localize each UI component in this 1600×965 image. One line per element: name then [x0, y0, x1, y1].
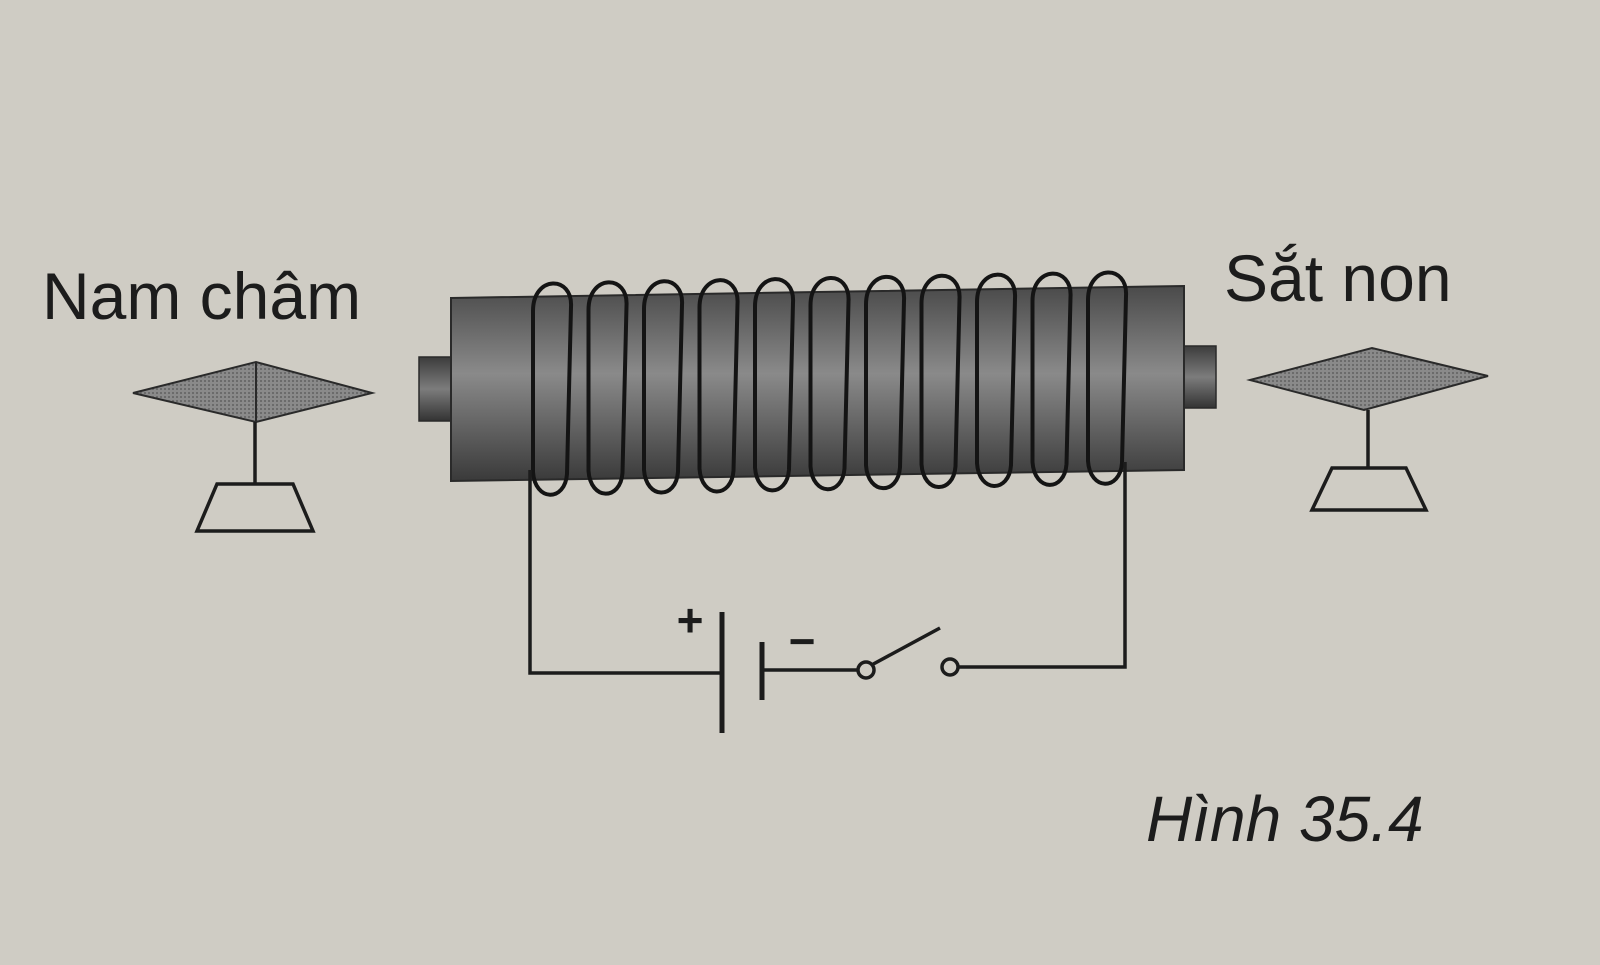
magnet-needle-stand — [132, 360, 376, 533]
coil-turn — [642, 279, 685, 495]
circuit-wires — [528, 462, 1127, 675]
switch-contact-left — [856, 660, 876, 680]
switch — [856, 626, 960, 680]
coil-turn — [586, 280, 629, 496]
coil-turn — [864, 274, 907, 491]
battery — [719, 612, 765, 733]
coil-windings — [531, 270, 1129, 497]
magnet-label: Nam châm — [42, 259, 362, 333]
core-rod-right-end — [1181, 345, 1217, 409]
coil-turn — [975, 272, 1018, 488]
figure-caption: Hình 35.4 — [1146, 783, 1424, 855]
coil-turn — [808, 276, 851, 492]
coil-turn — [1030, 271, 1073, 487]
coil-turn — [1086, 270, 1129, 486]
magnet-needle — [132, 360, 376, 424]
battery-plus-sign: + — [677, 594, 704, 646]
solenoid-core — [450, 284, 1185, 483]
magnet-stand-base — [194, 482, 316, 533]
coil-turn — [531, 281, 574, 497]
coil-turn — [697, 278, 740, 494]
wire-left — [528, 470, 720, 675]
core-rod-left-end — [418, 356, 456, 422]
soft-iron-needle — [1246, 346, 1489, 412]
soft-iron-label: Sắt non — [1224, 241, 1452, 315]
wire-right — [952, 462, 1127, 669]
coil-turn — [753, 277, 796, 493]
switch-lever — [865, 626, 941, 670]
soft-iron-stand-base — [1309, 466, 1429, 512]
soft-iron-needle-stand — [1246, 346, 1489, 512]
switch-contact-right — [940, 657, 960, 677]
coil-turn — [919, 273, 962, 490]
battery-minus-sign: − — [789, 615, 816, 667]
